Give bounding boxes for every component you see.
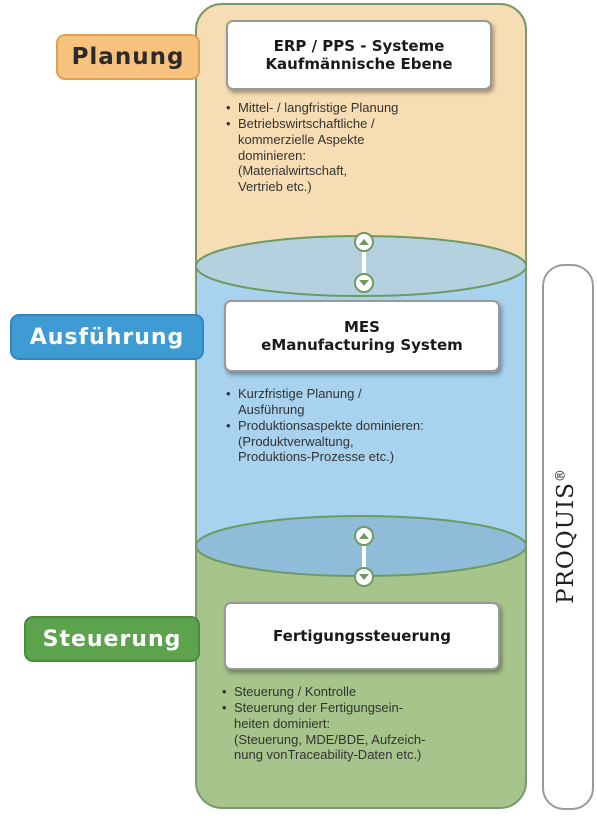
list-item: Steuerung der Fertigungsein- heiten domi… xyxy=(222,700,514,763)
tab-ausfuehrung: Ausführung xyxy=(10,314,204,360)
list-item: Kurzfristige Planung / Ausführung xyxy=(226,386,496,418)
proquis-label-text: PROQUIS xyxy=(553,482,579,604)
list-item: Produktionsaspekte dominieren: (Produktv… xyxy=(226,418,496,466)
bullets-steuerung: Steuerung / Kontrolle Steuerung der Fert… xyxy=(222,684,514,763)
disc-ausfuehrung-steuerung xyxy=(195,515,527,577)
registered-mark: ® xyxy=(553,468,569,483)
box-mes-subtitle: eManufacturing System xyxy=(261,336,463,354)
box-mes-title: MES xyxy=(344,318,380,336)
chevron-down-icon xyxy=(354,273,374,293)
chevron-up-icon xyxy=(354,232,374,252)
proquis-label: PROQUIS® xyxy=(553,468,579,604)
list-item: Mittel- / langfristige Planung xyxy=(226,100,496,116)
tab-planung: Planung xyxy=(56,34,200,80)
list-item: Betriebswirtschaftliche / kommerzielle A… xyxy=(226,116,496,195)
tab-steuerung-label: Steuerung xyxy=(42,626,182,652)
chevron-up-icon xyxy=(354,526,374,546)
tab-steuerung: Steuerung xyxy=(24,616,200,662)
box-fert-title: Fertigungssteuerung xyxy=(273,627,451,645)
chevron-down-icon xyxy=(354,567,374,587)
box-fertigungssteuerung: Fertigungssteuerung xyxy=(224,602,500,670)
list-item: Steuerung / Kontrolle xyxy=(222,684,514,700)
box-erp-pps: ERP / PPS - Systeme Kaufmännische Ebene xyxy=(226,20,492,90)
bullets-ausfuehrung: Kurzfristige Planung / Ausführung Produk… xyxy=(226,386,496,465)
proquis-bar xyxy=(542,264,594,810)
box-erp-subtitle: Kaufmännische Ebene xyxy=(265,55,453,73)
box-mes: MES eManufacturing System xyxy=(224,300,500,372)
bullets-planung: Mittel- / langfristige Planung Betriebsw… xyxy=(226,100,496,195)
tab-planung-label: Planung xyxy=(71,44,185,70)
tab-ausfuehrung-label: Ausführung xyxy=(29,324,185,350)
cylinder-outline xyxy=(195,3,527,809)
box-erp-title: ERP / PPS - Systeme xyxy=(273,37,445,55)
